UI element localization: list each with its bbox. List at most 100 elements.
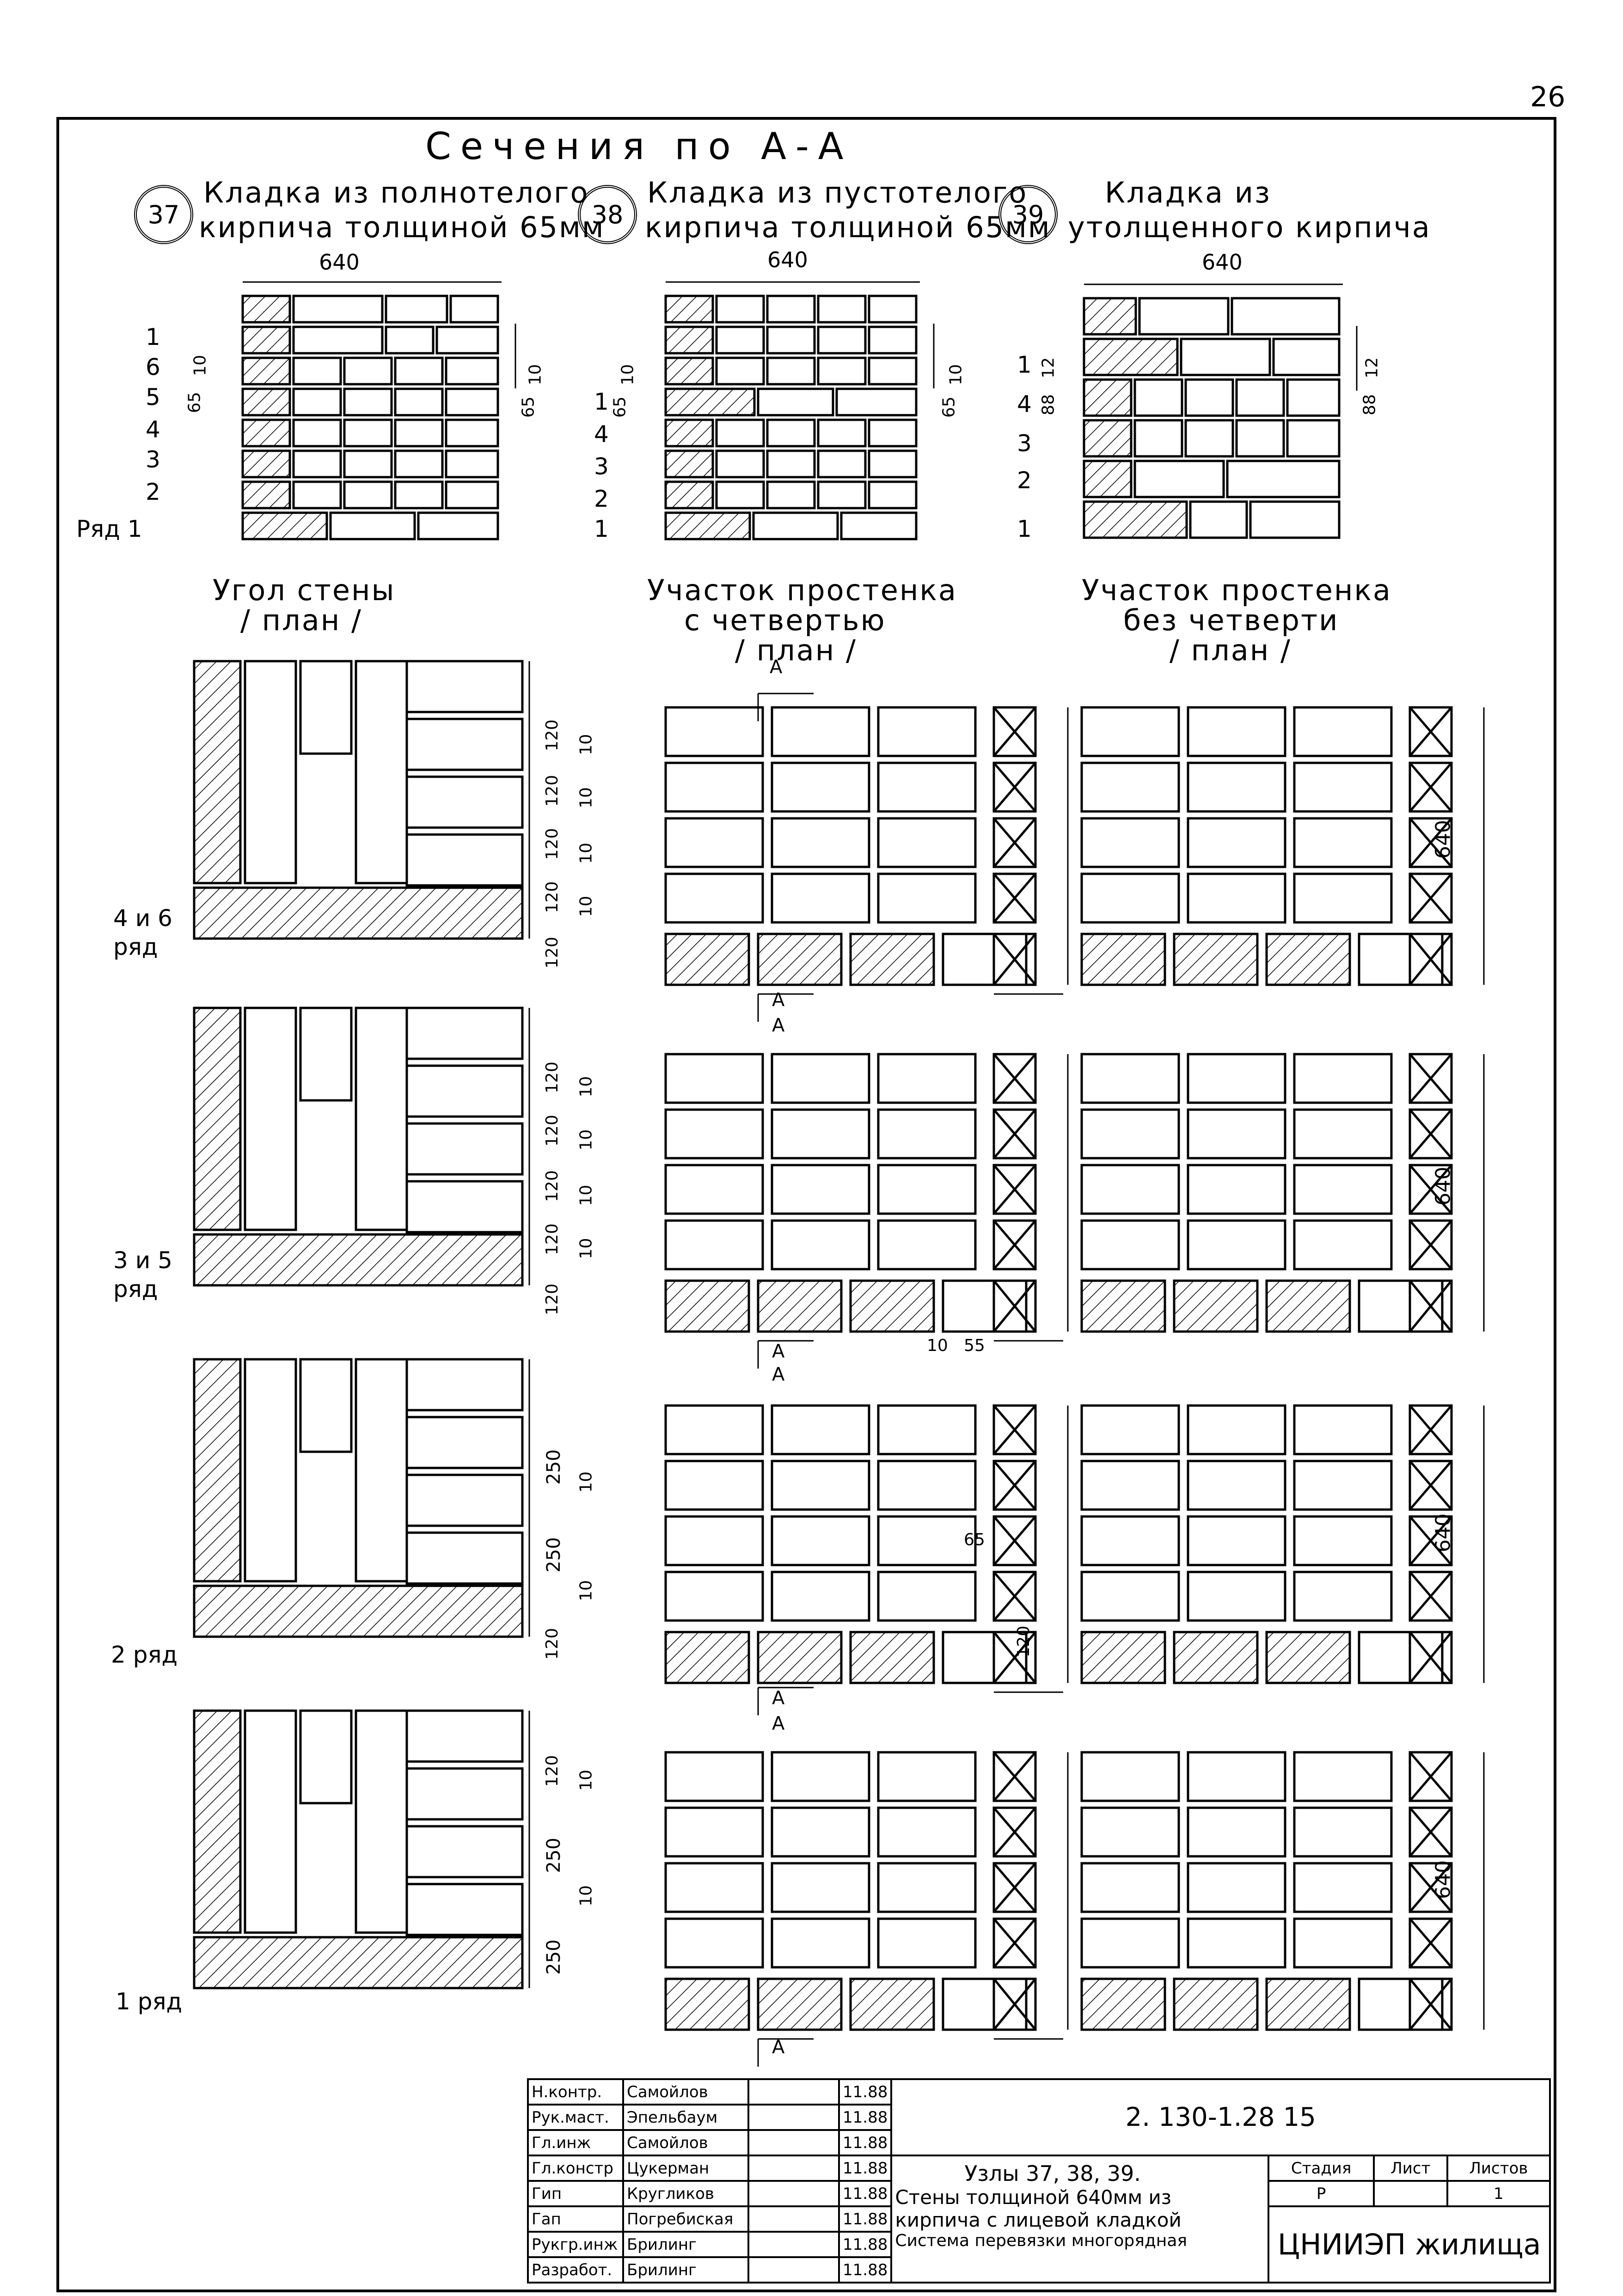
cut-brick: [1409, 1404, 1453, 1455]
stretcher-brick: [1187, 1515, 1286, 1566]
cross-mark: [1409, 1053, 1452, 1104]
cut-brick: [1409, 1108, 1453, 1160]
section-title: Сечения по А-А: [425, 125, 853, 168]
dim-row2: 250: [543, 1449, 565, 1485]
stretcher-brick: [877, 1806, 977, 1858]
section-brick: [664, 449, 714, 479]
cross-mark: [993, 1571, 1036, 1621]
section-brick: [1184, 378, 1234, 417]
cross-mark: [993, 1220, 1036, 1270]
s37-row-label: 3: [146, 446, 160, 473]
s39-row-label: 1: [1017, 351, 1032, 378]
sheets-header: Листов: [1446, 2155, 1551, 2182]
stretcher-brick: [1187, 1917, 1286, 1969]
drawing-title-line3: кирпича с лицевой кладкой: [895, 2209, 1182, 2231]
dim-row35: 120: [542, 1062, 562, 1093]
cross-mark: [1409, 1280, 1452, 1332]
drawing-frame: [56, 117, 1556, 2292]
stamp-name: Кругликов: [622, 2180, 749, 2207]
cut-brick: [992, 872, 1037, 924]
dim-120-small: 120: [1014, 1626, 1033, 1658]
cut-brick: [1409, 1751, 1453, 1802]
stretcher-brick: [1080, 1571, 1180, 1622]
section-brick: [1286, 419, 1341, 458]
section-brick: [752, 511, 839, 540]
s37-dim-65-right: 65: [519, 396, 538, 418]
hatched-brick: [1265, 1279, 1351, 1333]
section-brick: [445, 480, 499, 510]
section-brick: [868, 325, 918, 355]
stretcher-brick: [664, 1862, 764, 1913]
cut-mark-a: А: [772, 1341, 785, 1362]
stretcher-brick: [1293, 1460, 1393, 1511]
dim-row35: 120: [542, 1170, 562, 1202]
stretcher-brick: [1293, 1862, 1393, 1913]
stage-value: Р: [1268, 2180, 1375, 2207]
drawing-title: Узлы 37, 38, 39. Стены толщиной 640мм из…: [890, 2155, 1270, 2284]
stretcher-brick: [771, 1751, 870, 1802]
s39-dim-88: 88: [1039, 394, 1058, 416]
section-brick: [868, 295, 918, 324]
section-brick: [868, 356, 918, 386]
section-brick: [817, 449, 867, 479]
stamp-signature: [747, 2155, 840, 2182]
section-brick: [1286, 378, 1341, 417]
section-brick: [868, 480, 918, 510]
stretcher-brick: [877, 817, 977, 868]
stretcher-brick: [405, 1064, 524, 1118]
stretcher-brick: [664, 1515, 764, 1566]
cut-brick: [992, 1164, 1037, 1215]
cross-mark: [1409, 1918, 1452, 1968]
s37-dim-10: 10: [190, 355, 210, 376]
cross-mark: [1409, 762, 1452, 812]
stretcher-brick: [405, 1473, 524, 1527]
dim-row35: 10: [576, 1238, 596, 1259]
section-brick: [292, 356, 342, 386]
section-brick: [1235, 419, 1285, 458]
dim-row2: 10: [576, 1580, 596, 1602]
section-brick: [343, 449, 393, 479]
stretcher-brick: [664, 872, 764, 924]
stamp-signature: [747, 2231, 840, 2258]
stamp-date: 11.88: [838, 2256, 893, 2284]
cross-mark: [1409, 1571, 1452, 1621]
section-brick: [329, 511, 416, 540]
stretcher-brick: [1187, 1219, 1286, 1271]
stamp-role: Гап: [527, 2205, 624, 2233]
stretcher-brick: [1080, 1862, 1180, 1913]
section-brick: [766, 356, 816, 386]
plan-col2-title: Участок простенка: [647, 573, 957, 607]
stretcher-brick: [1293, 1053, 1393, 1104]
cross-mark: [1409, 933, 1452, 986]
stamp-date: 11.88: [838, 2205, 893, 2233]
stretcher-brick: [1080, 817, 1180, 868]
section-brick: [292, 480, 342, 510]
stamp-signature: [747, 2129, 840, 2156]
cross-mark: [993, 1978, 1036, 2031]
stretcher-brick: [1293, 1404, 1393, 1455]
stretcher-brick: [877, 1571, 977, 1622]
s38-row-label: 2: [594, 485, 609, 512]
stretcher-brick: [405, 775, 524, 829]
hatched-brick: [1265, 1977, 1351, 2031]
s38-row-label: 4: [594, 421, 609, 448]
section-brick: [241, 480, 291, 510]
hatched-brick: [1173, 933, 1259, 986]
stretcher-brick: [405, 1358, 524, 1412]
plan-col3-title: Участок простенка: [1082, 573, 1392, 607]
stretcher-brick: [877, 1917, 977, 1969]
s39-dim-12: 12: [1039, 357, 1058, 379]
bottom-hatch-row: [193, 886, 524, 940]
section-brick: [445, 418, 499, 448]
hatched-brick: [942, 933, 1028, 986]
section-brick: [868, 418, 918, 448]
dim-row46: 120: [542, 719, 562, 751]
cut-mark-a: А: [772, 2037, 785, 2058]
stretcher-brick: [771, 1515, 870, 1566]
section-brick: [835, 387, 918, 417]
stamp-name: Погребиская: [622, 2205, 749, 2233]
hatched-brick: [757, 1279, 843, 1333]
hatched-brick: [757, 1631, 843, 1684]
section-brick: [766, 449, 816, 479]
stretcher-brick: [664, 1917, 764, 1969]
